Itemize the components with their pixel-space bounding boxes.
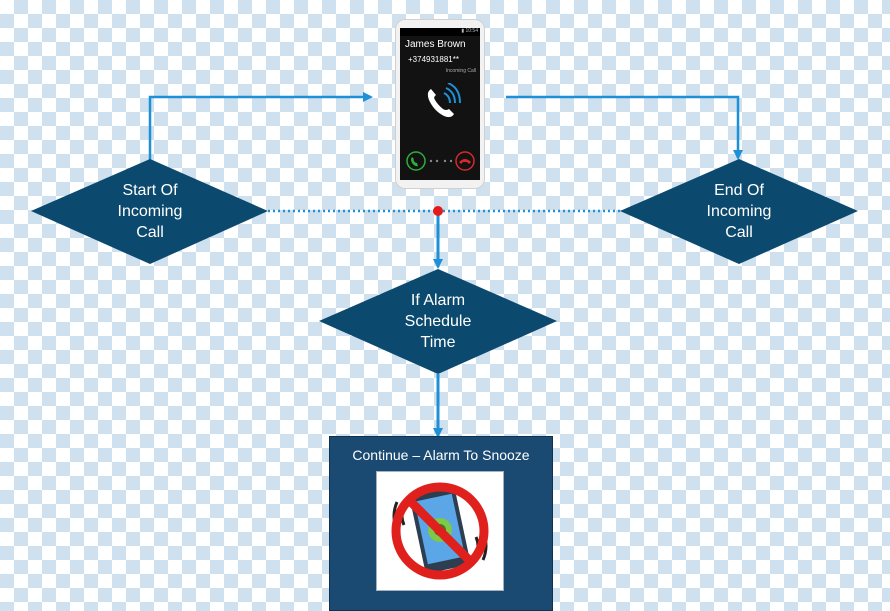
status-bar: ▮ 10:54 [400,28,480,36]
no-vibrate-icon [391,482,489,580]
snooze-box-title: Continue – Alarm To Snooze [352,447,530,463]
decision-node-label: If Alarm Schedule Time [404,292,472,351]
caller-name: James Brown [405,39,466,50]
call-dots-icon [429,159,453,163]
snooze-image-frame [376,471,504,591]
phone-illustration: ▮ 10:54 James Brown +374931881** Incomin… [396,20,484,188]
snooze-result-box: Continue – Alarm To Snooze [329,436,553,611]
end-diamond [620,159,858,264]
decision-diamond [319,269,557,374]
start-node-label: Start Of Incoming Call [117,182,183,241]
end-node-label: End Of Incoming Call [706,182,772,241]
phone-screen: ▮ 10:54 James Brown +374931881** Incomin… [400,28,480,180]
start-diamond [31,159,268,264]
connector-start-to-phone [148,92,373,160]
accept-call-icon [406,151,426,171]
connector-phone-to-end [506,95,743,160]
reject-call-icon [455,151,475,171]
caller-number: +374931881** [408,55,459,64]
junction-dot [433,206,443,216]
phone-ringing-icon [427,83,461,118]
call-state: Incoming Call [445,68,476,74]
